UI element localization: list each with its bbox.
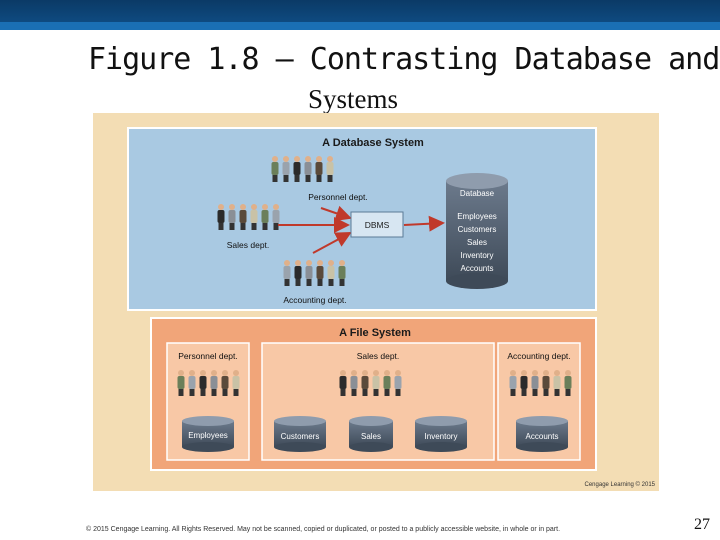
database-vs-filesystem-diagram: A Database System Personnel dept. Sales … (127, 127, 656, 488)
person-icon (282, 156, 290, 182)
copyright-footer: © 2015 Cengage Learning. All Rights Rese… (86, 526, 561, 533)
person-icon (304, 156, 312, 182)
person-icon (553, 370, 561, 396)
file-label: Sales (361, 432, 381, 441)
person-icon (250, 204, 258, 230)
person-icon (199, 370, 207, 396)
file-cylinder-icon (415, 416, 467, 452)
person-icon (261, 204, 269, 230)
person-icon (338, 260, 346, 286)
person-icon (232, 370, 240, 396)
sales-people-icon (217, 204, 280, 230)
person-icon (316, 260, 324, 286)
accounting-people-icon (283, 260, 346, 286)
personnel-people-icon (177, 370, 240, 396)
person-icon (339, 370, 347, 396)
file-system-title: A File System (339, 327, 411, 339)
person-icon (531, 370, 539, 396)
person-icon (177, 370, 185, 396)
db-sales-label: Sales dept. (227, 240, 270, 250)
top-banner-stripe (0, 22, 720, 30)
person-icon (239, 204, 247, 230)
person-icon (394, 370, 402, 396)
personnel-arrow (320, 205, 352, 221)
person-icon (221, 370, 229, 396)
database-system-title: A Database System (322, 137, 424, 149)
top-banner (0, 0, 720, 22)
file-label: Employees (188, 431, 228, 440)
database-cylinder (446, 173, 508, 289)
file-label: Customers (281, 432, 320, 441)
file-cylinder-icon (349, 416, 393, 452)
person-icon (326, 156, 334, 182)
sales-people-icon (339, 370, 402, 396)
file-cylinder-icon (274, 416, 326, 452)
dbms-box (350, 211, 404, 238)
person-icon (188, 370, 196, 396)
person-icon (217, 204, 225, 230)
person-icon (283, 260, 291, 286)
person-icon (350, 370, 358, 396)
person-icon (372, 370, 380, 396)
database-item: Inventory (461, 251, 494, 260)
dbms-arrow (403, 215, 445, 232)
person-icon (564, 370, 572, 396)
slide-title-line2: Systems (308, 84, 399, 114)
person-icon (383, 370, 391, 396)
file-label: Accounts (526, 432, 559, 441)
slide-title-text: Figure 1.8 – Contrasting Database and (88, 42, 720, 77)
database-item: Sales (467, 238, 487, 247)
fs-accounting-label: Accounting dept. (507, 351, 570, 361)
page-number: 27 (694, 516, 710, 533)
personnel-people-icon (271, 156, 334, 182)
credit-text: Cengage Learning © 2015 (585, 481, 656, 488)
person-icon (271, 156, 279, 182)
database-item: Customers (458, 225, 497, 234)
person-icon (509, 370, 517, 396)
person-icon (272, 204, 280, 230)
database-item: Employees (457, 212, 497, 221)
person-icon (293, 156, 301, 182)
figure: A Database System Personnel dept. Sales … (93, 113, 659, 491)
person-icon (315, 156, 323, 182)
database-item: Accounts (461, 264, 494, 273)
person-icon (210, 370, 218, 396)
db-personnel-label: Personnel dept. (308, 192, 368, 202)
person-icon (542, 370, 550, 396)
fs-sales-label: Sales dept. (357, 351, 400, 361)
accounting-arrow (312, 232, 352, 254)
file-cylinder-icon (182, 416, 234, 452)
slide-title: Figure 1.8 – Contrasting Database and □ (88, 42, 720, 77)
database-title: Database (460, 189, 495, 198)
file-label: Inventory (425, 432, 458, 441)
fs-personnel-label: Personnel dept. (178, 351, 238, 361)
accounting-people-icon (509, 370, 572, 396)
db-accounting-label: Accounting dept. (283, 295, 346, 305)
person-icon (361, 370, 369, 396)
person-icon (228, 204, 236, 230)
file-cylinders (182, 416, 568, 452)
person-icon (327, 260, 335, 286)
file-cylinder-icon (516, 416, 568, 452)
person-icon (305, 260, 313, 286)
dbms-label: DBMS (365, 220, 390, 230)
person-icon (294, 260, 302, 286)
person-icon (520, 370, 528, 396)
